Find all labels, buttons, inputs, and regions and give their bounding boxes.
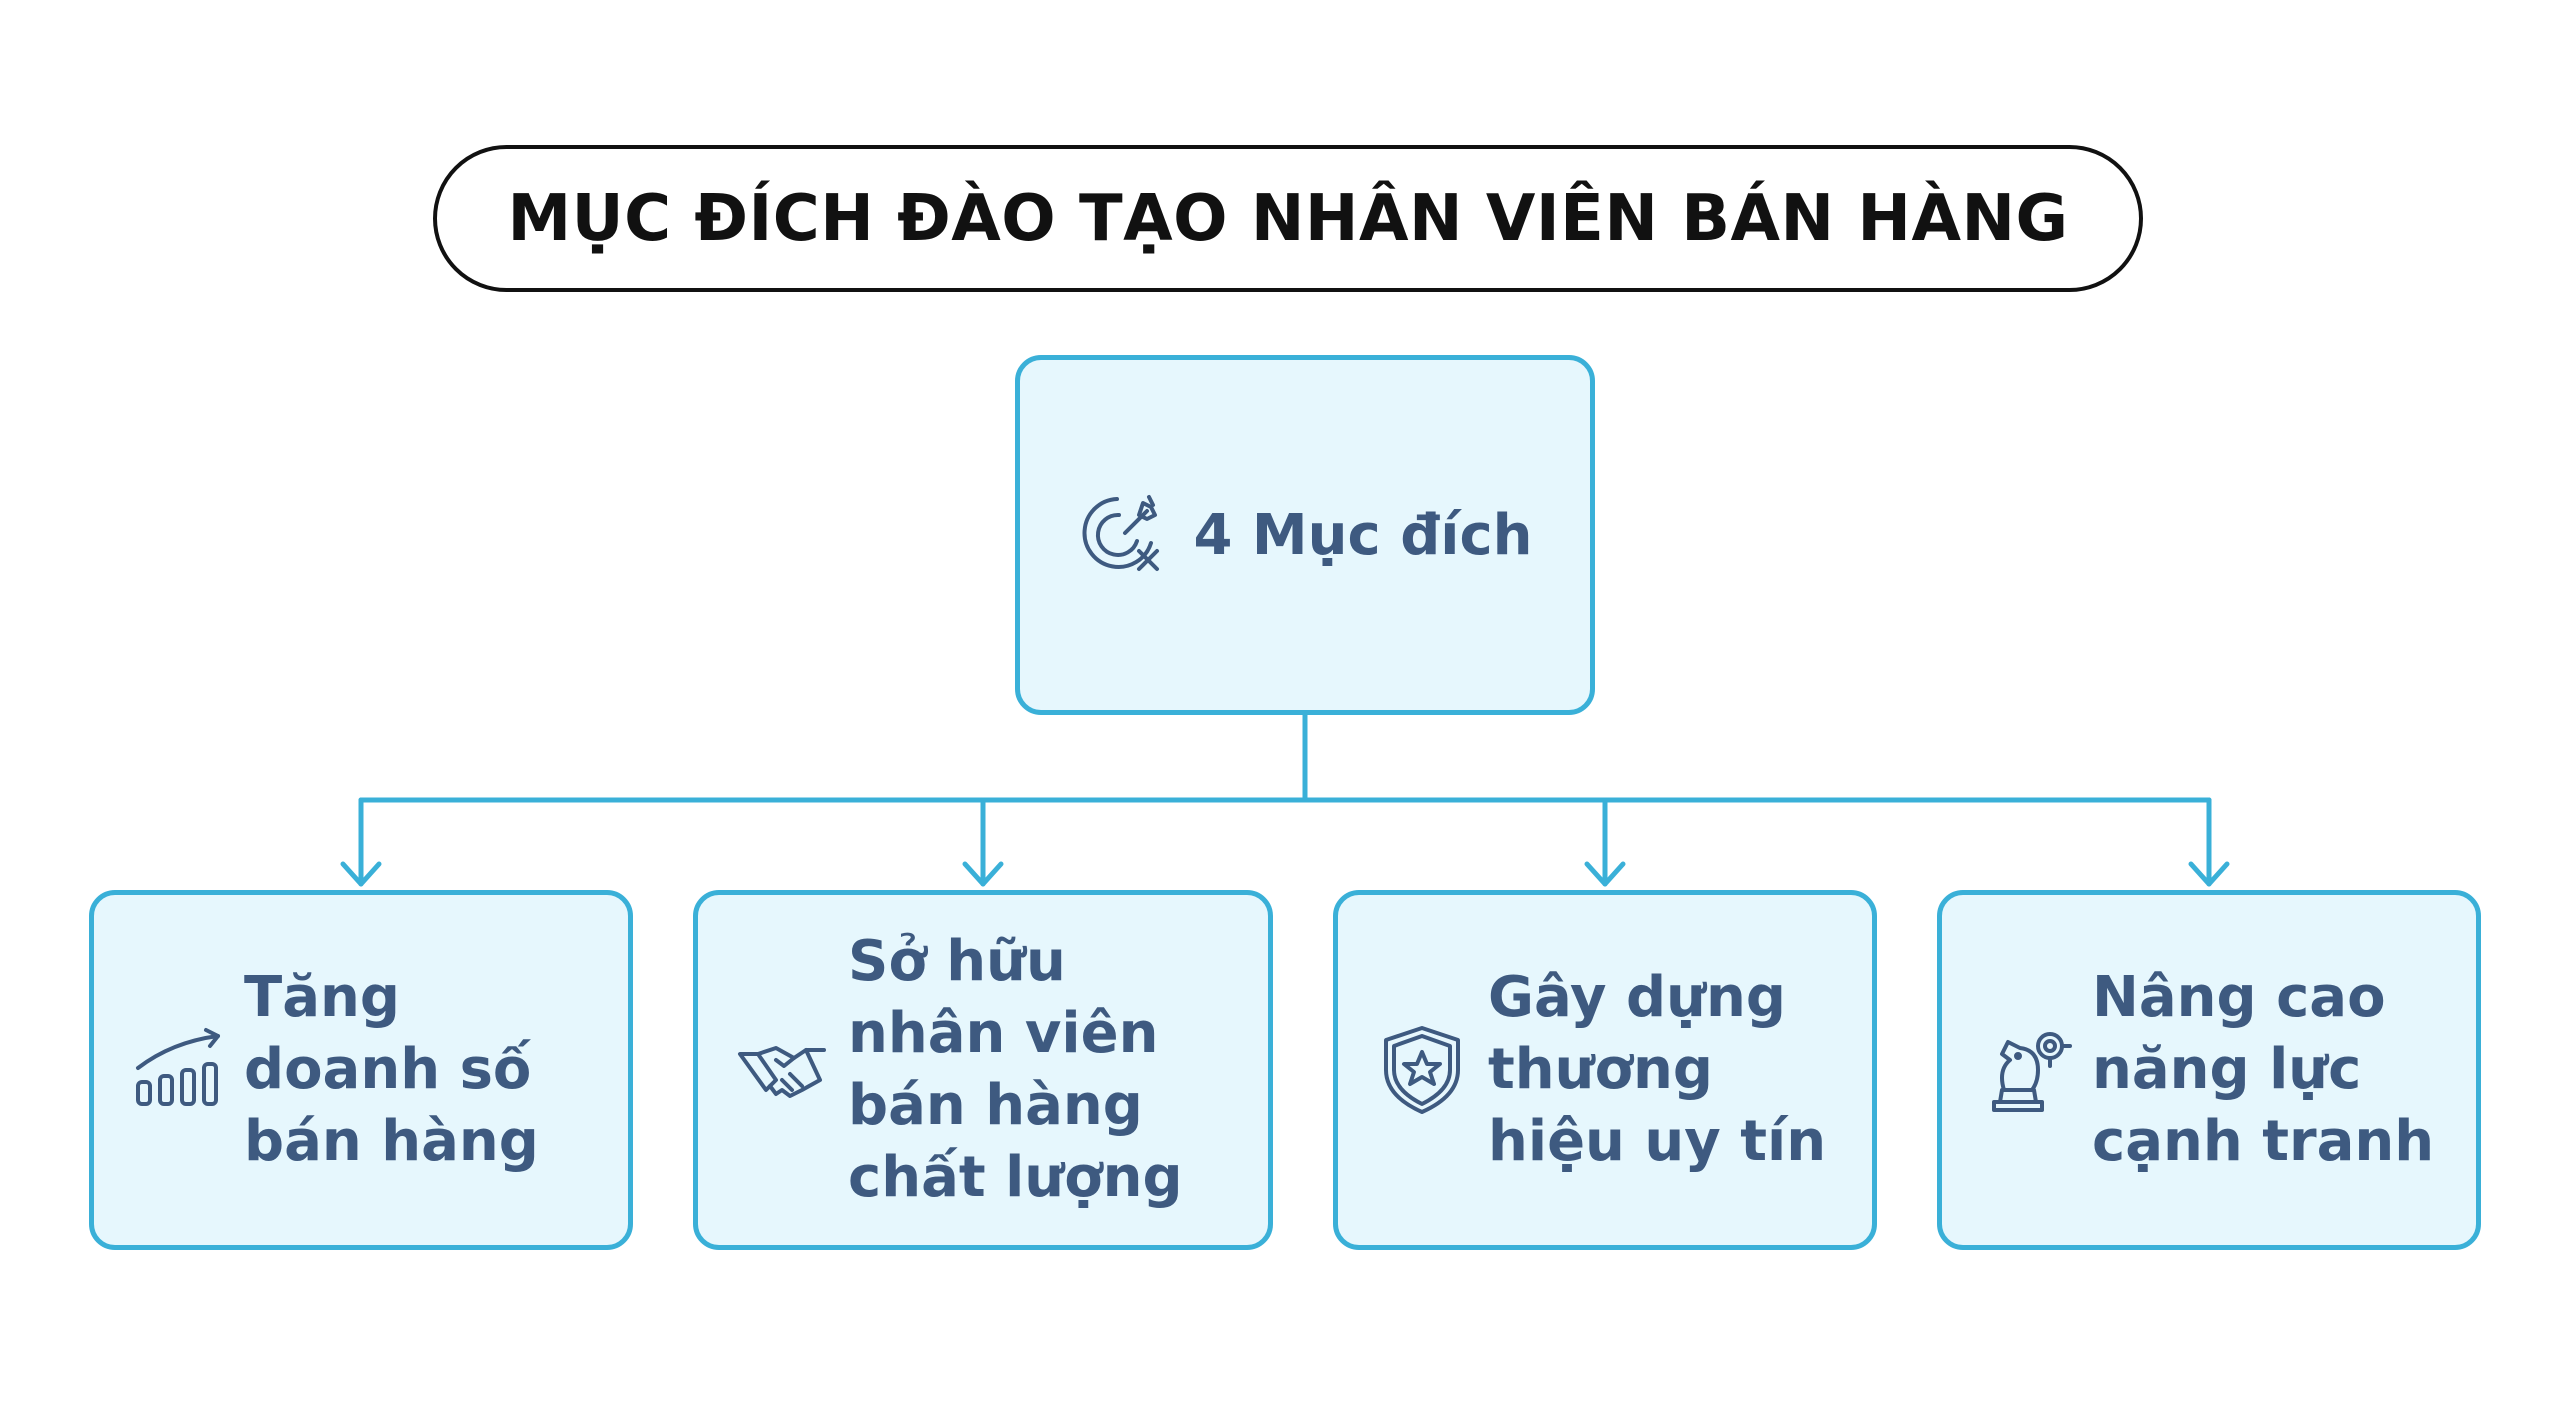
- card-line: Nâng cao: [2092, 965, 2386, 1030]
- card-line: Tăng: [244, 965, 400, 1030]
- center-node: 4 Mục đích: [1015, 355, 1595, 715]
- card-line: bán hàng: [848, 1073, 1143, 1138]
- purpose-card-competitive: Nâng cao năng lực cạnh tranh: [1937, 890, 2481, 1250]
- target-dart-icon: [1077, 485, 1173, 585]
- card-line: cạnh tranh: [2092, 1109, 2435, 1174]
- arrowhead-4: [2188, 861, 2230, 887]
- growth-chart-icon: [130, 1022, 226, 1118]
- card-line: nhân viên: [848, 1001, 1159, 1066]
- title-banner: MỤC ĐÍCH ĐÀO TẠO NHÂN VIÊN BÁN HÀNG: [433, 145, 2143, 292]
- purpose-card-brand: Gây dựng thương hiệu uy tín: [1333, 890, 1877, 1250]
- card-line: bán hàng: [244, 1109, 539, 1174]
- card-line: hiệu uy tín: [1488, 1109, 1827, 1174]
- card-line: năng lực: [2092, 1037, 2362, 1102]
- card-line: doanh số: [244, 1037, 532, 1102]
- chess-knight-icon: [1978, 1022, 2074, 1118]
- purpose-card-sales: Tăng doanh số bán hàng: [89, 890, 633, 1250]
- shield-star-icon: [1374, 1022, 1470, 1118]
- center-label: 4 Mục đích: [1193, 502, 1533, 568]
- arrowhead-3: [1584, 861, 1626, 887]
- arrowhead-1: [340, 861, 382, 887]
- purpose-card-staff: Sở hữu nhân viên bán hàng chất lượng: [693, 890, 1273, 1250]
- arrowhead-2: [962, 861, 1004, 887]
- card-line: thương: [1488, 1037, 1713, 1102]
- handshake-icon: [734, 1022, 830, 1118]
- card-line: Sở hữu: [848, 929, 1066, 994]
- card-line: Gây dựng: [1488, 965, 1786, 1030]
- card-line: chất lượng: [848, 1145, 1183, 1210]
- page-title: MỤC ĐÍCH ĐÀO TẠO NHÂN VIÊN BÁN HÀNG: [507, 181, 2069, 256]
